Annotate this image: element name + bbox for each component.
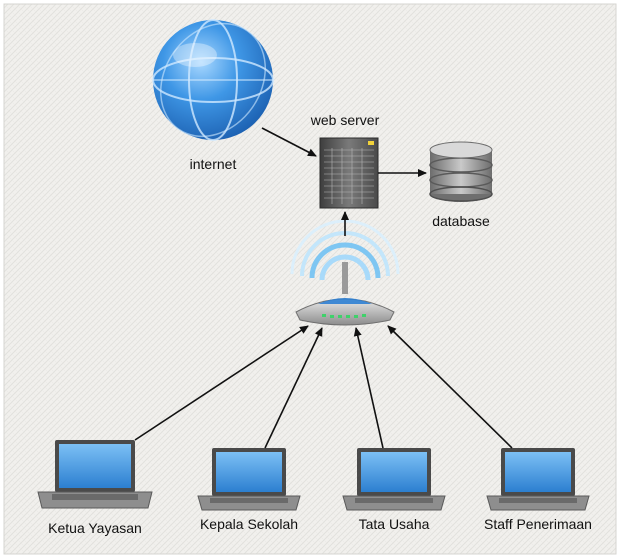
edge-internet-to-web-server — [261, 127, 317, 157]
edge-ketua-yayasan-to-router — [134, 325, 309, 441]
client-label-ketua-yayasan: Ketua Yayasan — [48, 520, 142, 536]
client-label-kepala-sekolah: Kepala Sekolah — [199, 516, 299, 532]
laptop-icon — [486, 448, 590, 511]
client-label-staff-penerimaan: Staff Penerimaan — [484, 516, 592, 532]
laptop-icon — [197, 448, 301, 511]
laptop-icon — [342, 448, 446, 511]
edge-staff-penerimaan-to-router — [387, 325, 513, 449]
edge-kepala-sekolah-to-router — [264, 327, 323, 449]
edge-tata-usaha-to-router — [353, 327, 384, 449]
laptop-icon — [37, 440, 153, 509]
database-icon — [429, 141, 493, 202]
web-server-icon — [319, 137, 379, 209]
internet-label: internet — [189, 156, 237, 172]
database-label: database — [432, 213, 490, 229]
internet-globe-icon — [152, 19, 274, 141]
client-label-tata-usaha: Tata Usaha — [358, 516, 430, 532]
web-server-label: web server — [310, 112, 380, 128]
